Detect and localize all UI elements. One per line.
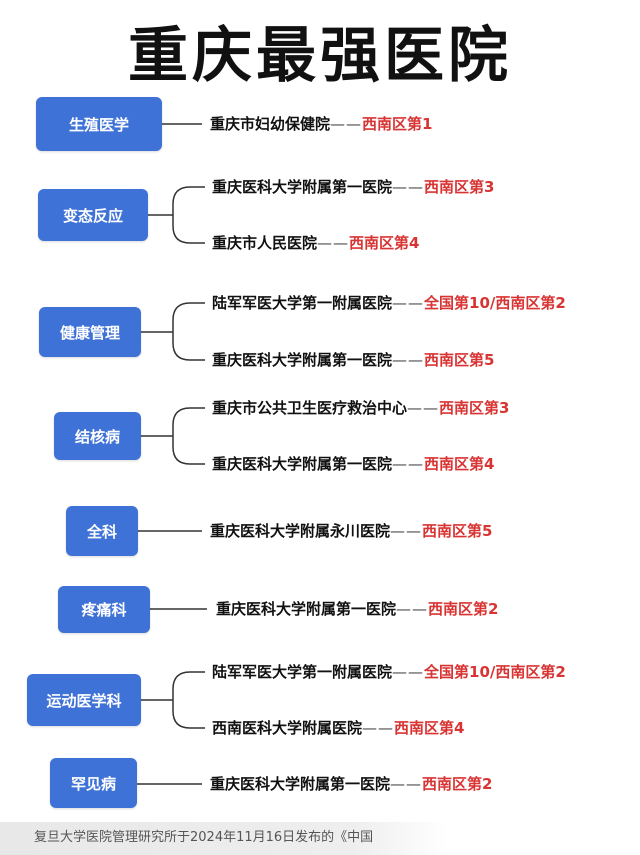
connector-bracket xyxy=(172,302,191,361)
category-box-rare-diseases: 罕见病 xyxy=(50,758,137,808)
ranking-label: 西南区第4 xyxy=(424,455,495,473)
ranking-label: 西南区第4 xyxy=(349,234,420,252)
hospital-entry: 重庆医科大学附属第一医院——西南区第2 xyxy=(210,774,492,794)
ranking-label: 西南区第1 xyxy=(362,115,433,133)
connector-bracket xyxy=(172,671,191,729)
hospital-entry: 重庆医科大学附属第一医院——西南区第2 xyxy=(216,599,498,619)
hospital-entry: 陆军军医大学第一附属医院——全国第10/西南区第2 xyxy=(212,293,566,313)
dash-separator: —— xyxy=(392,351,425,369)
hospital-entry: 重庆医科大学附属第一医院——西南区第4 xyxy=(212,454,494,474)
hospital-entry: 陆军军医大学第一附属医院——全国第10/西南区第2 xyxy=(212,662,566,682)
ranking-label: 西南区第2 xyxy=(422,775,493,793)
hospital-entry: 重庆医科大学附属第一医院——西南区第3 xyxy=(212,177,494,197)
hospital-entry: 西南医科大学附属医院——西南区第4 xyxy=(212,718,464,738)
connector-bracket xyxy=(172,407,191,465)
dash-separator: —— xyxy=(390,775,423,793)
hospital-name: 重庆市人民医院 xyxy=(212,234,318,252)
hospital-name: 重庆医科大学附属第一医院 xyxy=(216,600,397,618)
category-box-health-management: 健康管理 xyxy=(39,307,141,357)
hospital-entry: 重庆市人民医院——西南区第4 xyxy=(212,233,419,253)
ranking-label: 西南区第2 xyxy=(428,600,499,618)
hospital-name: 重庆市妇幼保健院 xyxy=(210,115,331,133)
hospital-name: 重庆医科大学附属第一医院 xyxy=(212,351,393,369)
ranking-label: 全国第10/西南区第2 xyxy=(424,294,566,312)
ranking-label: 全国第10/西南区第2 xyxy=(424,663,566,681)
ranking-label: 西南区第3 xyxy=(439,399,510,417)
hospital-name: 重庆医科大学附属永川医院 xyxy=(210,522,391,540)
dash-separator: —— xyxy=(396,600,429,618)
hospital-name: 陆军军医大学第一附属医院 xyxy=(212,294,393,312)
dash-separator: —— xyxy=(330,115,363,133)
page-title: 重庆最强医院 xyxy=(128,21,512,91)
ranking-label: 西南区第5 xyxy=(422,522,493,540)
dash-separator: —— xyxy=(390,522,423,540)
hospital-name: 重庆市公共卫生医疗救治中心 xyxy=(212,399,408,417)
ranking-label: 西南区第4 xyxy=(394,719,465,737)
hospital-name: 陆军军医大学第一附属医院 xyxy=(212,663,393,681)
ranking-label: 西南区第3 xyxy=(424,178,495,196)
category-box-reproductive-medicine: 生殖医学 xyxy=(36,97,162,151)
hospital-name: 西南医科大学附属医院 xyxy=(212,719,363,737)
connector-bracket xyxy=(172,186,191,244)
category-box-allergy: 变态反应 xyxy=(38,189,148,241)
hospital-entry: 重庆市公共卫生医疗救治中心——西南区第3 xyxy=(212,398,509,418)
category-box-tuberculosis: 结核病 xyxy=(54,412,141,460)
hospital-name: 重庆医科大学附属第一医院 xyxy=(210,775,391,793)
category-box-general-practice: 全科 xyxy=(66,506,138,556)
footer-band xyxy=(0,822,640,855)
dash-separator: —— xyxy=(392,663,425,681)
dash-separator: —— xyxy=(362,719,395,737)
dash-separator: —— xyxy=(407,399,440,417)
category-box-sports-medicine: 运动医学科 xyxy=(27,674,141,726)
dash-separator: —— xyxy=(317,234,350,252)
hospital-entry: 重庆医科大学附属永川医院——西南区第5 xyxy=(210,521,492,541)
hospital-entry: 重庆市妇幼保健院——西南区第1 xyxy=(210,114,432,134)
dash-separator: —— xyxy=(392,178,425,196)
dash-separator: —— xyxy=(392,455,425,473)
hospital-name: 重庆医科大学附属第一医院 xyxy=(212,178,393,196)
footer-source-text: 复旦大学医院管理研究所于2024年11月16日发布的《中国 xyxy=(34,830,374,845)
dash-separator: —— xyxy=(392,294,425,312)
hospital-entry: 重庆医科大学附属第一医院——西南区第5 xyxy=(212,350,494,370)
hospital-name: 重庆医科大学附属第一医院 xyxy=(212,455,393,473)
category-box-pain-medicine: 疼痛科 xyxy=(58,586,150,633)
ranking-label: 西南区第5 xyxy=(424,351,495,369)
